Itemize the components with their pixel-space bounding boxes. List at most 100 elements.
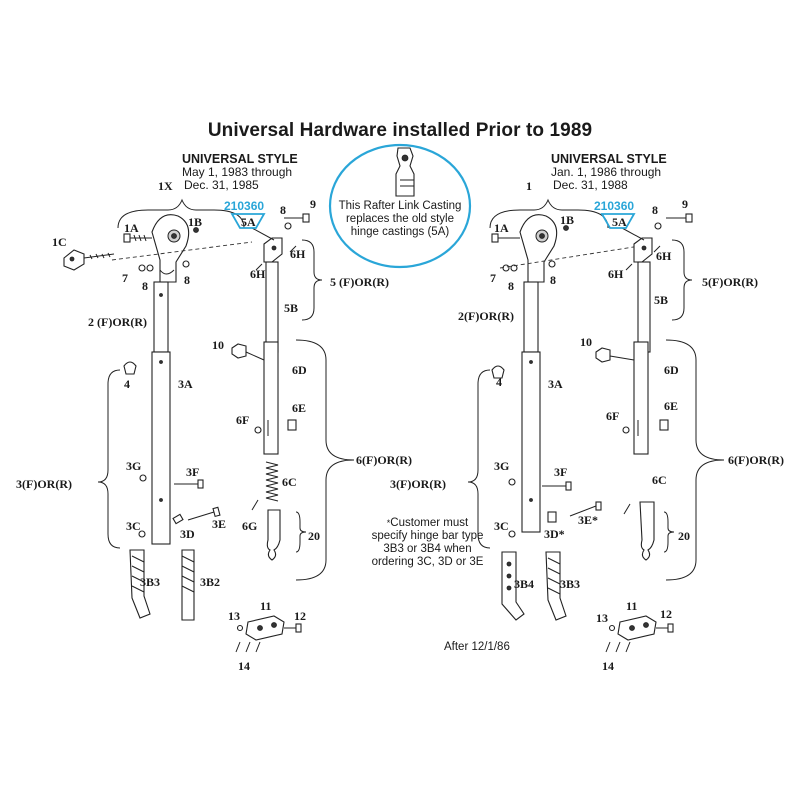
label-6h: 6H [608, 267, 624, 281]
label-3e: 3E [212, 517, 226, 531]
rafter-link-casting-icon [395, 147, 415, 197]
label-11: 11 [260, 599, 271, 613]
right-hook-20 [639, 501, 655, 561]
right-style-header: UNIVERSAL STYLE Jan. 1, 1986 through Dec… [551, 153, 667, 192]
label-13: 13 [228, 609, 240, 623]
label-5a: 5A [241, 215, 256, 229]
label-after-date: After 12/1/86 [444, 641, 510, 653]
right-style-title: UNIVERSAL STYLE [551, 152, 667, 166]
right-part-number: 210360 [594, 199, 634, 213]
label-5b: 5B [654, 293, 668, 307]
label-7: 7 [490, 271, 496, 285]
label-10: 10 [580, 335, 592, 349]
left-9-bolt [284, 213, 310, 223]
label-11: 11 [626, 599, 637, 613]
label-6d: 6D [292, 363, 307, 377]
label-1a: 1A [494, 221, 509, 235]
label-3d: 3D [180, 527, 195, 541]
left-bar-3a [151, 351, 171, 545]
label-8c: 8 [280, 203, 286, 217]
left-date-line1: May 1, 1983 through [182, 165, 293, 179]
label-6h-b: 6H [656, 249, 672, 263]
left-style-title: UNIVERSAL STYLE [182, 152, 298, 166]
right-3b4-bar [501, 551, 525, 621]
callout-text: This Rafter Link Casting replaces the ol… [338, 200, 462, 238]
left-style-header: UNIVERSAL STYLE May 1, 1983 through Dec.… [182, 153, 298, 192]
label-3a: 3A [548, 377, 563, 391]
label-1b: 1B [188, 215, 202, 229]
left-assembly [63, 198, 355, 653]
page-title: Universal Hardware installed Prior to 19… [207, 120, 593, 141]
right-1a-bolt [491, 233, 520, 243]
right-date-line2: Dec. 31, 1988 [553, 178, 628, 192]
label-3: 3(F)OR(R) [16, 477, 72, 491]
label-5: 5 (F)OR(R) [330, 275, 389, 289]
label-8a: 8 [508, 279, 514, 293]
label-6: 6(F)OR(R) [356, 453, 412, 467]
label-1x: 1X [158, 179, 173, 193]
label-3b2: 3B2 [200, 575, 220, 589]
label-3b4: 3B4 [514, 577, 534, 591]
label-1: 1 [526, 179, 532, 193]
label-20: 20 [308, 529, 320, 543]
label-8b: 8 [184, 273, 190, 287]
label-3: 3(F)OR(R) [390, 477, 446, 491]
right-bar-6d [633, 341, 649, 455]
label-6c: 6C [282, 475, 297, 489]
label-3a: 3A [178, 377, 193, 391]
label-3d: 3D* [544, 527, 565, 541]
left-1c-bracket [63, 249, 115, 271]
left-part-number: 210360 [224, 199, 264, 213]
right-hinge-casting [519, 214, 558, 283]
label-9: 9 [310, 197, 316, 211]
note-asterisk: * [386, 518, 391, 528]
label-3f: 3F [186, 465, 199, 479]
left-washer-7 [138, 264, 146, 272]
left-spring-6c [265, 461, 279, 502]
label-5b: 5B [284, 301, 298, 315]
label-2: 2 (F)OR(R) [88, 315, 147, 329]
right-labels: 1 1A 1B 7 8 8 8 9 5A 6H 6H 5(F)OR(R) 5B … [390, 179, 784, 673]
left-bar-2 [153, 281, 169, 353]
label-3b3: 3B3 [140, 575, 160, 589]
left-hook-20 [266, 509, 281, 561]
label-6c: 6C [652, 473, 667, 487]
left-brace-5 [301, 239, 323, 321]
right-assembly [467, 198, 725, 653]
label-3g: 3G [126, 459, 141, 473]
label-1c: 1C [52, 235, 67, 249]
left-brace-6 [295, 339, 355, 581]
left-hinge-casting [151, 214, 190, 283]
label-6e: 6E [292, 401, 306, 415]
label-6h: 6H [250, 267, 266, 281]
label-14: 14 [238, 659, 250, 673]
left-1a-bolt [123, 233, 152, 243]
callout-oval [328, 143, 472, 269]
label-9: 9 [682, 197, 688, 211]
left-part-number-tag: 210360 [224, 199, 266, 229]
left-1b-nut [193, 227, 199, 233]
label-3c: 3C [126, 519, 141, 533]
left-14-screws [235, 641, 261, 653]
label-8b: 8 [550, 273, 556, 287]
label-6e: 6E [664, 399, 678, 413]
left-6h-screw [255, 263, 263, 271]
label-6h-b: 6H [290, 247, 306, 261]
label-4: 4 [496, 375, 502, 389]
label-6g: 6G [242, 519, 257, 533]
customer-note: *Customer must specify hinge bar type 3B… [370, 517, 485, 569]
label-3f: 3F [554, 465, 567, 479]
label-5: 5(F)OR(R) [702, 275, 758, 289]
left-3b2-bar [181, 549, 195, 621]
left-1x-brace [117, 198, 245, 229]
note-text: Customer must specify hinge bar type 3B3… [371, 517, 484, 568]
label-5a: 5A [612, 215, 627, 229]
left-10-nut [231, 343, 247, 359]
label-13: 13 [596, 611, 608, 625]
label-3e: 3E* [578, 513, 598, 527]
right-11-bracket [608, 615, 674, 641]
right-1-brace [489, 198, 609, 229]
label-4: 4 [124, 377, 130, 391]
label-2: 2(F)OR(R) [458, 309, 514, 323]
